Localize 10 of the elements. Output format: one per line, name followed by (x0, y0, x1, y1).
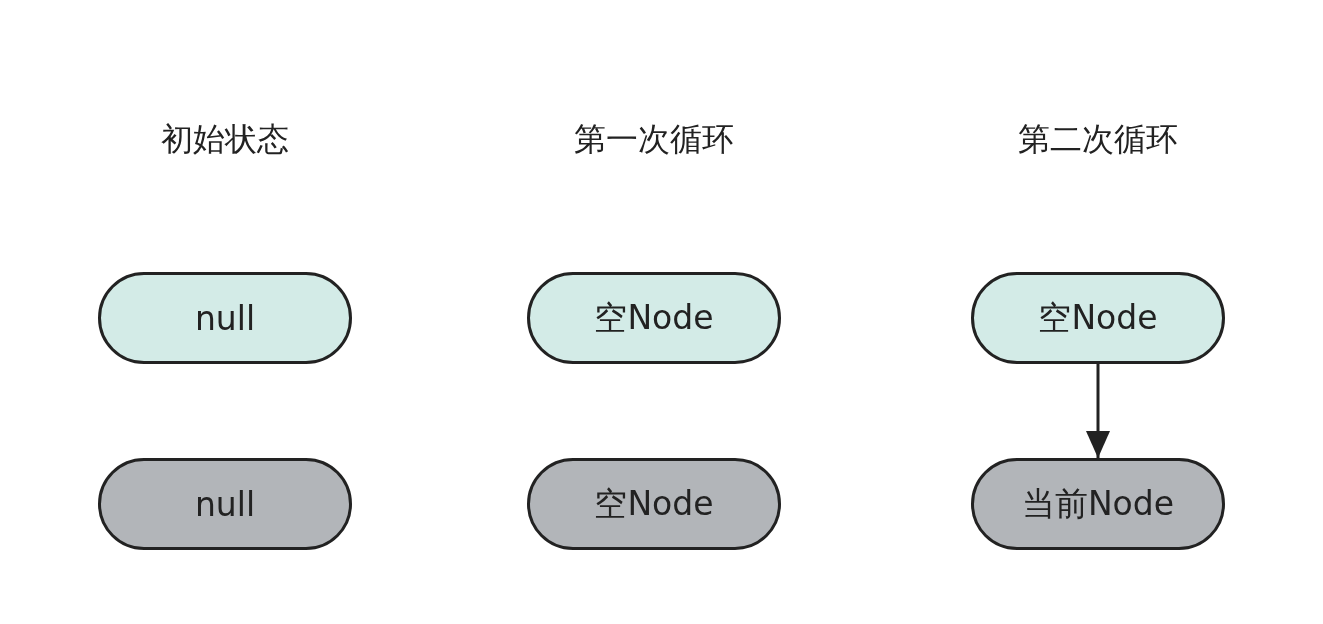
node-text: 当前Node (1021, 482, 1175, 525)
node-text: 空Node (1038, 296, 1158, 339)
node-text: null (194, 484, 256, 524)
column-heading: 第一次循环 (574, 119, 734, 160)
node-text: null (194, 298, 256, 338)
column-heading: 第二次循环 (1018, 119, 1178, 160)
arrow (1086, 364, 1110, 458)
node-text: 空Node (594, 296, 714, 339)
node-text: 空Node (594, 482, 714, 525)
column-heading: 初始状态 (161, 119, 289, 160)
